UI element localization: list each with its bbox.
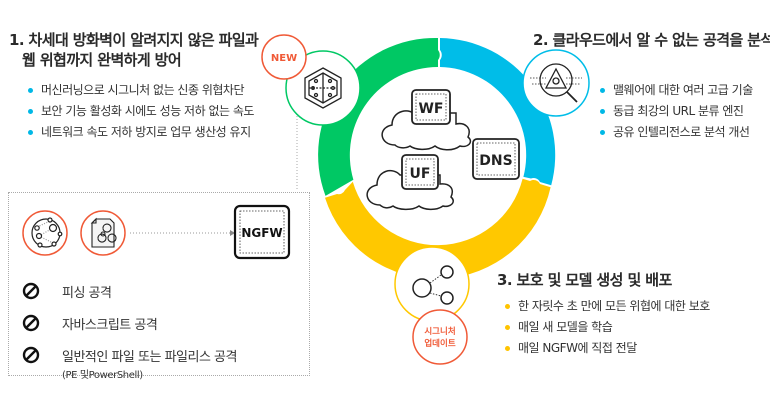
bullet-dot (28, 88, 33, 93)
attack-list: 피싱 공격 자바스크립트 공격 일반적인 파일 또는 파일리스 공격 (PE 및… (22, 282, 312, 381)
section2-bullets: 맬웨어에 대한 여러 고급 기술 동급 최강의 URL 분류 엔진 공유 인텔리… (600, 80, 753, 143)
bullet-dot (600, 130, 605, 135)
list-item: 동급 최강의 URL 분류 엔진 (600, 101, 753, 122)
signature-update-line1: 시그니처 (424, 326, 455, 337)
attack-item-file-fileless: 일반적인 파일 또는 파일리스 공격 (PE 및PowerShell) (22, 346, 312, 381)
list-item: 보안 기능 활성화 시에도 성능 저하 없는 속도 (28, 101, 254, 122)
cloud-uf (366, 154, 455, 211)
cloud-wf (381, 89, 472, 151)
list-item: 매일 새 모델을 학습 (505, 317, 710, 338)
attack-item-javascript: 자바스크립트 공격 (22, 314, 312, 344)
bullet-dot (28, 109, 33, 114)
dns-box (472, 138, 520, 180)
bullet-dot (600, 109, 605, 114)
node-analysis (522, 49, 590, 117)
share-nodes-icon (412, 265, 454, 305)
list-item: 맬웨어에 대한 여러 고급 기술 (600, 80, 753, 101)
bullet-dot (28, 130, 33, 135)
cloud-uf-label: UF (410, 166, 431, 182)
bullet-dot (505, 325, 510, 330)
ban-icon (22, 346, 40, 364)
section1-title-line1: 1. 차세대 방화벽이 알려지지 않은 파일과 (9, 31, 259, 49)
hexagon-circuit-icon (304, 67, 342, 109)
list-item: 네트워크 속도 저하 방지로 업무 생산성 유지 (28, 122, 254, 143)
node-distribute (394, 246, 470, 322)
ban-icon (22, 314, 40, 332)
attack-item-phishing: 피싱 공격 (22, 282, 312, 312)
ring-segment-yellow (325, 178, 551, 279)
new-badge-label: NEW (271, 53, 297, 64)
new-badge (261, 34, 307, 80)
signature-update-badge (412, 309, 468, 365)
list-item: 공유 인텔리전스로 분석 개선 (600, 122, 753, 143)
ngfw-protection-panel (8, 192, 310, 376)
list-item: 한 자릿수 초 만에 모든 위협에 대한 보호 (505, 296, 710, 317)
section1-title-line2: 웹 위협까지 완벽하게 방어 (22, 51, 182, 69)
section2-title: 2. 클라우드에서 알 수 없는 공격을 분석 (533, 31, 770, 49)
section3-title: 3. 보호 및 모델 생성 및 배포 (497, 271, 672, 289)
dns-label: DNS (479, 153, 512, 169)
section1-bullets: 머신러닝으로 시그니처 없는 신종 위협차단 보안 기능 활성화 시에도 성능 … (28, 80, 254, 143)
arrow-head-icon (230, 230, 235, 236)
attack-item-subtext: (PE 및PowerShell) (62, 370, 143, 381)
cloud-wf-label: WF (418, 101, 443, 117)
bullet-dot (505, 304, 510, 309)
section3-bullets: 한 자릿수 초 만에 모든 위협에 대한 보호 매일 새 모델을 학습 매일 N… (505, 296, 710, 359)
ban-icon (22, 282, 40, 300)
bullet-dot (600, 88, 605, 93)
bullet-dot (505, 346, 510, 351)
list-item: 매일 NGFW에 직접 전달 (505, 338, 710, 359)
list-item: 머신러닝으로 시그니처 없는 신종 위협차단 (28, 80, 254, 101)
magnifier-hazard-icon (530, 63, 582, 103)
signature-update-line2: 업데이트 (424, 338, 455, 349)
ring-segment-blue (440, 38, 556, 186)
